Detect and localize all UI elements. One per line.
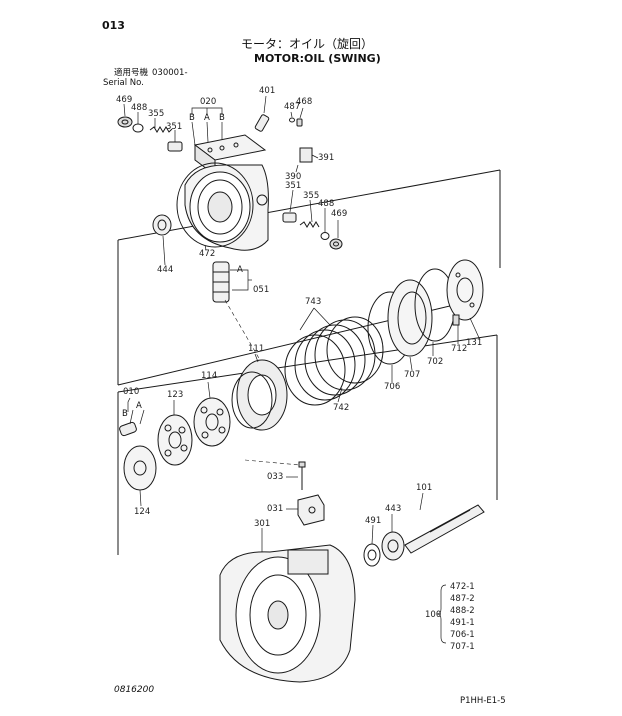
- part-351-upper: 351: [166, 122, 183, 132]
- part-390: 390: [285, 172, 302, 182]
- part-020-a: A: [204, 113, 210, 123]
- part-355-upper: 355: [148, 109, 165, 119]
- spring-355-upper: [149, 126, 173, 133]
- piston-707: [387, 279, 433, 357]
- page-code: P1HH-E1-5: [460, 696, 506, 706]
- date-code: 0816200: [114, 685, 155, 695]
- part-020-b1: B: [189, 113, 195, 123]
- leader-lines: [123, 95, 481, 644]
- swash-plate-124: [123, 445, 157, 491]
- valve-block-031: [297, 494, 325, 526]
- kit-item: 472-1: [450, 582, 475, 592]
- part-487: 487: [284, 102, 301, 112]
- part-742: 742: [333, 403, 350, 413]
- pin-712: [452, 314, 460, 326]
- kit-item: 487-2: [450, 594, 475, 604]
- part-472: 472: [199, 249, 216, 259]
- o-ring-488-lower: [320, 232, 330, 240]
- part-469-lower: 469: [331, 209, 348, 219]
- relief-valve-051: [212, 261, 230, 303]
- part-707: 707: [404, 370, 421, 380]
- part-123: 123: [167, 390, 184, 400]
- part-131: 131: [466, 338, 483, 348]
- part-020-b2: B: [219, 113, 225, 123]
- part-444: 444: [157, 265, 174, 275]
- part-488-lower: 488: [318, 199, 335, 209]
- plug-469-upper: [117, 116, 133, 128]
- part-114: 114: [201, 371, 218, 381]
- part-010: 010: [123, 387, 140, 397]
- valve-plate-131: [446, 259, 484, 321]
- bolt-033: [298, 461, 306, 490]
- part-712: 712: [451, 344, 468, 354]
- part-491: 491: [365, 516, 382, 526]
- part-051: 051: [253, 285, 270, 295]
- bearing-443: [381, 531, 405, 561]
- plate-391: [299, 147, 313, 163]
- part-124: 124: [134, 507, 151, 517]
- part-111: 111: [248, 344, 265, 354]
- poppet-351-lower: [282, 212, 297, 223]
- part-488-upper: 488: [131, 103, 148, 113]
- plug-469-lower: [329, 238, 343, 250]
- part-469-upper: 469: [116, 95, 133, 105]
- piston-010: [119, 421, 137, 437]
- part-010-a: A: [136, 401, 142, 411]
- part-391: 391: [318, 153, 335, 163]
- bearing-444: [152, 214, 172, 236]
- part-401: 401: [259, 86, 276, 96]
- o-ring-487: [289, 117, 295, 123]
- pin-468: [296, 118, 303, 127]
- part-101: 101: [416, 483, 433, 493]
- part-468: 468: [296, 97, 313, 107]
- cylinder-block-111: [231, 359, 288, 431]
- upper-casing: [176, 162, 269, 251]
- spring-355-lower: [299, 221, 320, 228]
- lower-casing-301: [219, 544, 356, 683]
- kit-label: 100: [425, 610, 442, 620]
- part-020: 020: [200, 97, 217, 107]
- bolt-401: [254, 114, 270, 132]
- serial-label-en: Serial No.: [103, 78, 144, 88]
- poppet-351-upper: [167, 141, 183, 152]
- oil-seal-491: [363, 543, 381, 567]
- o-ring-488-upper: [132, 123, 144, 133]
- part-301: 301: [254, 519, 271, 529]
- page-number: 013: [102, 19, 125, 32]
- part-351-lower: 351: [285, 181, 302, 191]
- part-702: 702: [427, 357, 444, 367]
- kit-item: 706-1: [450, 630, 475, 640]
- part-010-b: B: [122, 409, 128, 419]
- serial-value: 030001-: [152, 68, 188, 78]
- part-031: 031: [267, 504, 284, 514]
- center-lines: [224, 299, 301, 466]
- serial-label: 適用号機: [114, 68, 149, 78]
- section-frame-upper: [117, 169, 501, 386]
- kit-item: 707-1: [450, 642, 475, 652]
- kit-item: 488-2: [450, 606, 475, 616]
- part-355-lower: 355: [303, 191, 320, 201]
- part-706: 706: [384, 382, 401, 392]
- title-japanese: モータ：オイル（旋回）: [241, 37, 374, 51]
- part-033: 033: [267, 472, 284, 482]
- shoe-plate-123: [157, 414, 193, 466]
- section-frame-lower: [117, 334, 498, 555]
- kit-item: 491-1: [450, 618, 475, 628]
- part-443: 443: [385, 504, 402, 514]
- part-743: 743: [305, 297, 322, 307]
- title-english: MOTOR:OIL (SWING): [254, 52, 381, 65]
- part-051-a: A: [237, 265, 243, 275]
- shaft-101: [404, 504, 485, 554]
- retainer-plate-114: [193, 397, 231, 447]
